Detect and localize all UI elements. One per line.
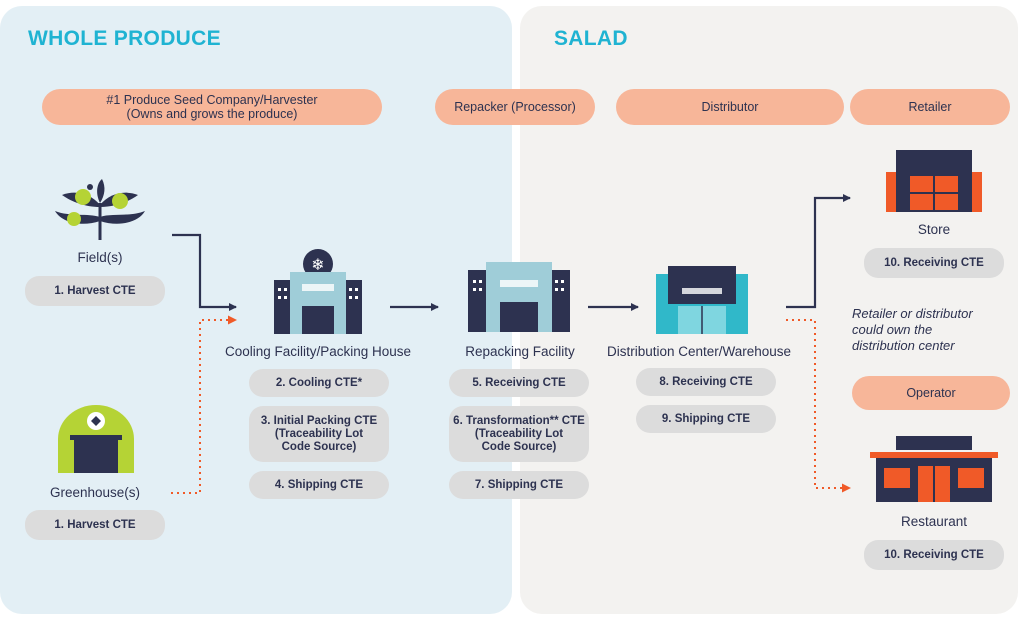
distribution-center-icon xyxy=(656,266,748,334)
arrow-distribution-to-store xyxy=(786,194,851,309)
field-plant-icon xyxy=(55,179,145,240)
role-repacker: Repacker (Processor) xyxy=(435,89,595,125)
section-title-salad: SALAD xyxy=(554,27,628,50)
cooling-facility-label: Cooling Facility/Packing House xyxy=(224,344,412,359)
cte-initial-packing: 3. Initial Packing CTE (Traceability Lot… xyxy=(249,406,389,462)
arrow-greenhouse-to-cooling xyxy=(171,315,237,494)
ownership-note: Retailer or distributor could own the di… xyxy=(852,306,973,353)
cooling-facility-icon: ❄ xyxy=(274,249,362,334)
cte-receiving-5: 5. Receiving CTE xyxy=(449,369,589,397)
restaurant-label: Restaurant xyxy=(900,514,968,529)
cte-transformation: 6. Transformation** CTE (Traceability Lo… xyxy=(449,406,589,462)
role-retailer: Retailer xyxy=(850,89,1010,125)
cte-shipping-4: 4. Shipping CTE xyxy=(249,471,389,499)
cte-shipping-9: 9. Shipping CTE xyxy=(636,405,776,433)
cte-restaurant-receiving: 10. Receiving CTE xyxy=(864,540,1004,570)
role-distributor: Distributor xyxy=(616,89,844,125)
svg-text:❄: ❄ xyxy=(311,255,324,274)
section-title-whole-produce: WHOLE PRODUCE xyxy=(28,27,221,50)
repacking-facility-icon xyxy=(468,262,570,332)
cte-cooling: 2. Cooling CTE* xyxy=(249,369,389,397)
store-icon xyxy=(886,150,982,212)
arrow-field-to-cooling xyxy=(172,233,237,311)
cte-field-harvest: 1. Harvest CTE xyxy=(25,276,165,306)
store-label: Store xyxy=(917,222,951,237)
greenhouse-icon xyxy=(58,405,134,473)
cte-receiving-8: 8. Receiving CTE xyxy=(636,368,776,396)
role-operator: Operator xyxy=(852,376,1010,410)
repacking-facility-label: Repacking Facility xyxy=(465,344,575,359)
distribution-center-label: Distribution Center/Warehouse xyxy=(606,344,792,359)
restaurant-icon xyxy=(870,436,998,502)
role-seed-company: #1 Produce Seed Company/Harvester (Owns … xyxy=(42,89,382,125)
greenhouse-label: Greenhouse(s) xyxy=(49,485,141,500)
cte-shipping-7: 7. Shipping CTE xyxy=(449,471,589,499)
cte-greenhouse-harvest: 1. Harvest CTE xyxy=(25,510,165,540)
field-label: Field(s) xyxy=(77,250,123,265)
cte-store-receiving: 10. Receiving CTE xyxy=(864,248,1004,278)
